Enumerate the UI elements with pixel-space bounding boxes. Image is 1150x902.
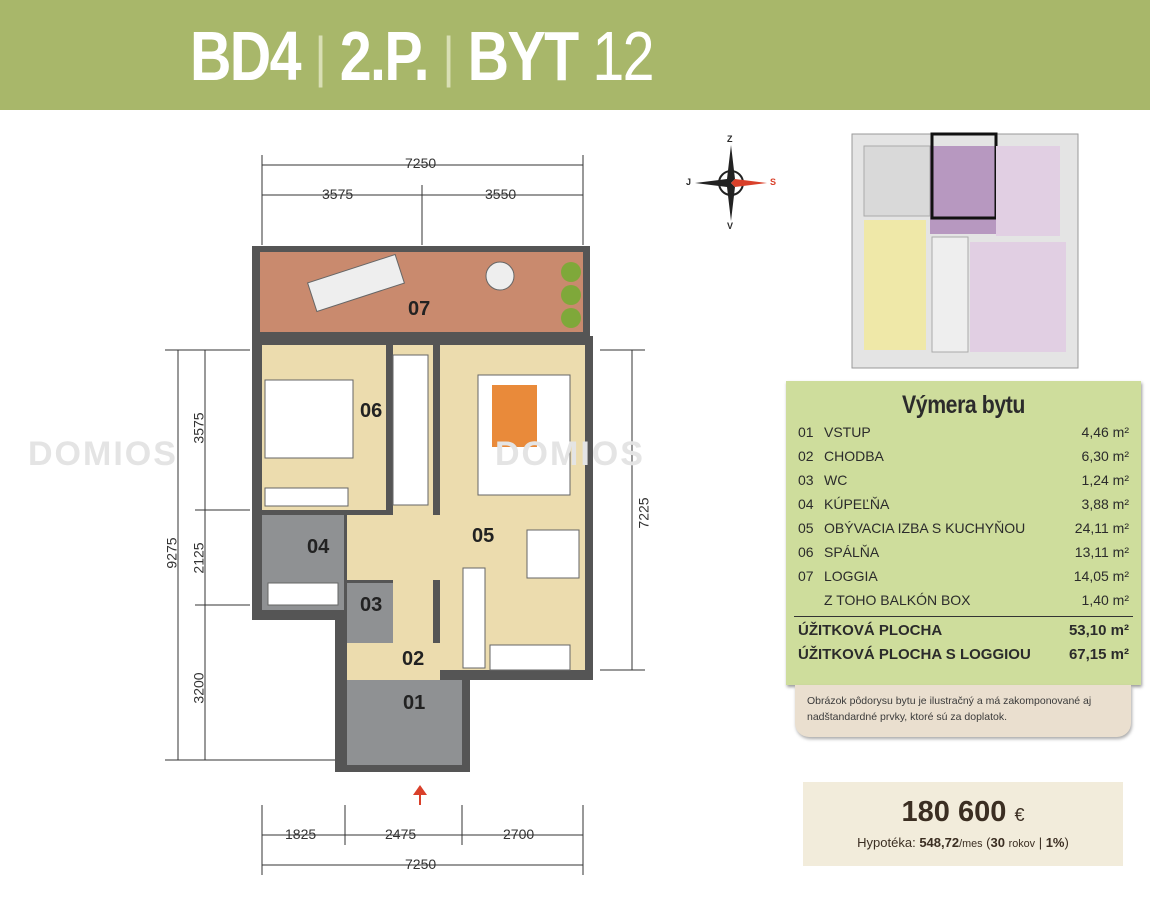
unit-label: BYT: [467, 17, 580, 95]
floor-label: 2.P.: [339, 17, 430, 95]
room-number: 01: [798, 424, 814, 440]
room-name: KÚPEĽŇA: [824, 496, 890, 512]
dim-bottom-total: 7250: [405, 856, 437, 872]
area-row: 02 CHODBA 6,30 m²: [786, 444, 1141, 468]
area-row: Z TOHO BALKÓN BOX 1,40 m²: [786, 588, 1141, 612]
area-row: 03 WC 1,24 m²: [786, 468, 1141, 492]
dim-bottom-left: 1825: [285, 826, 317, 842]
room-name: SPÁLŇA: [824, 544, 880, 560]
mortgage-years: 30: [990, 835, 1005, 850]
mortgage-monthly: 548,72: [919, 835, 960, 850]
room-07-label: 07: [408, 298, 431, 320]
total-value: 53,10 m²: [1068, 622, 1129, 639]
room-number: 02: [798, 448, 814, 464]
total-loggia-label: ÚŽITKOVÁ PLOCHA S LOGGIOU: [798, 646, 1031, 663]
dim-bottom-right: 2700: [503, 826, 535, 842]
room-05-label: 05: [472, 525, 495, 547]
room-name: WC: [824, 472, 848, 488]
watermark: DOMIOS: [28, 435, 178, 473]
building-key-plan: [851, 132, 1079, 369]
room-number: 04: [798, 496, 814, 512]
compass-west: J: [686, 177, 692, 187]
dim-right: 7225: [635, 497, 652, 529]
compass-north: Z: [727, 134, 733, 144]
area-row: 01 VSTUP 4,46 m²: [786, 420, 1141, 444]
room-number: 07: [798, 568, 814, 584]
room-name: LOGGIA: [824, 568, 878, 584]
room-area: 24,11 m²: [1074, 520, 1129, 536]
mortgage-years-label: rokov: [1008, 838, 1036, 850]
mortgage-label: Hypotéka:: [857, 835, 916, 850]
dim-top-right: 3550: [485, 186, 517, 202]
area-row: 06 SPÁLŇA 13,11 m²: [786, 540, 1141, 564]
area-table-title: Výmera bytu: [902, 391, 1025, 419]
compass-south: V: [727, 221, 734, 231]
total-loggia-row: ÚŽITKOVÁ PLOCHA S LOGGIOU 67,15 m²: [786, 643, 1141, 667]
room-area: 13,11 m²: [1074, 544, 1129, 560]
room-06-label: 06: [360, 400, 383, 422]
room-area: 14,05 m²: [1073, 568, 1129, 584]
room-area: 3,88 m²: [1081, 496, 1129, 512]
area-table: Výmera bytu 01 VSTUP 4,46 m² 02 CHODBA 6,30 m…: [786, 381, 1141, 685]
mortgage-per: /mes: [959, 838, 983, 850]
mortgage-rate: 1%: [1045, 835, 1065, 850]
area-row: 05 OBÝVACIA IZBA S KUCHYŇOU 24,11 m²: [786, 516, 1141, 540]
room-03-label: 03: [360, 594, 383, 616]
room-name: OBÝVACIA IZBA S KUCHYŇOU: [824, 520, 1026, 536]
separator: |: [442, 24, 455, 88]
total-row: ÚŽITKOVÁ PLOCHA 53,10 m²: [786, 619, 1141, 643]
price-box: 180 600 € Hypotéka: 548,72/mes (30 rokov…: [803, 782, 1123, 866]
compass-icon: [695, 145, 767, 221]
area-row: 07 LOGGIA 14,05 m²: [786, 564, 1141, 588]
watermark: DOMIOS: [495, 435, 645, 473]
price-amount: 180 600: [901, 796, 1007, 828]
dim-top-left: 3575: [322, 186, 354, 202]
room-area: 1,24 m²: [1081, 472, 1129, 488]
dim-bottom-mid: 2475: [385, 826, 417, 842]
header-banner: [0, 0, 1150, 110]
disclaimer-note: Obrázok pôdorysu bytu je ilustračný a má…: [795, 685, 1131, 737]
room-name: VSTUP: [824, 424, 871, 440]
room-number: 05: [798, 520, 814, 536]
separator: |: [314, 24, 327, 88]
room-area: 4,46 m²: [1081, 424, 1129, 440]
room-name: CHODBA: [824, 448, 884, 464]
dim-top-total: 7250: [405, 155, 437, 171]
dim-left-mid: 2125: [190, 542, 207, 574]
room-area: 6,30 m²: [1081, 448, 1129, 464]
dim-left-total: 9275: [163, 537, 180, 569]
room-name: Z TOHO BALKÓN BOX: [824, 592, 971, 608]
room-04-label: 04: [307, 536, 330, 558]
dim-left-top: 3575: [190, 412, 207, 444]
total-loggia-value: 67,15 m²: [1068, 646, 1129, 663]
unit-number: 12: [592, 17, 654, 95]
floor-plan: [165, 155, 645, 875]
building-label: BD4: [190, 17, 302, 95]
room-02-label: 02: [402, 648, 425, 670]
area-row: 04 KÚPEĽŇA 3,88 m²: [786, 492, 1141, 516]
dim-left-bottom: 3200: [190, 672, 207, 704]
room-01-label: 01: [403, 692, 426, 714]
room-number: 06: [798, 544, 814, 560]
compass-east: S: [770, 177, 777, 187]
room-number: 03: [798, 472, 814, 488]
total-label: ÚŽITKOVÁ PLOCHA: [798, 622, 943, 639]
room-area: 1,40 m²: [1081, 592, 1129, 608]
price-currency: €: [1014, 805, 1025, 825]
